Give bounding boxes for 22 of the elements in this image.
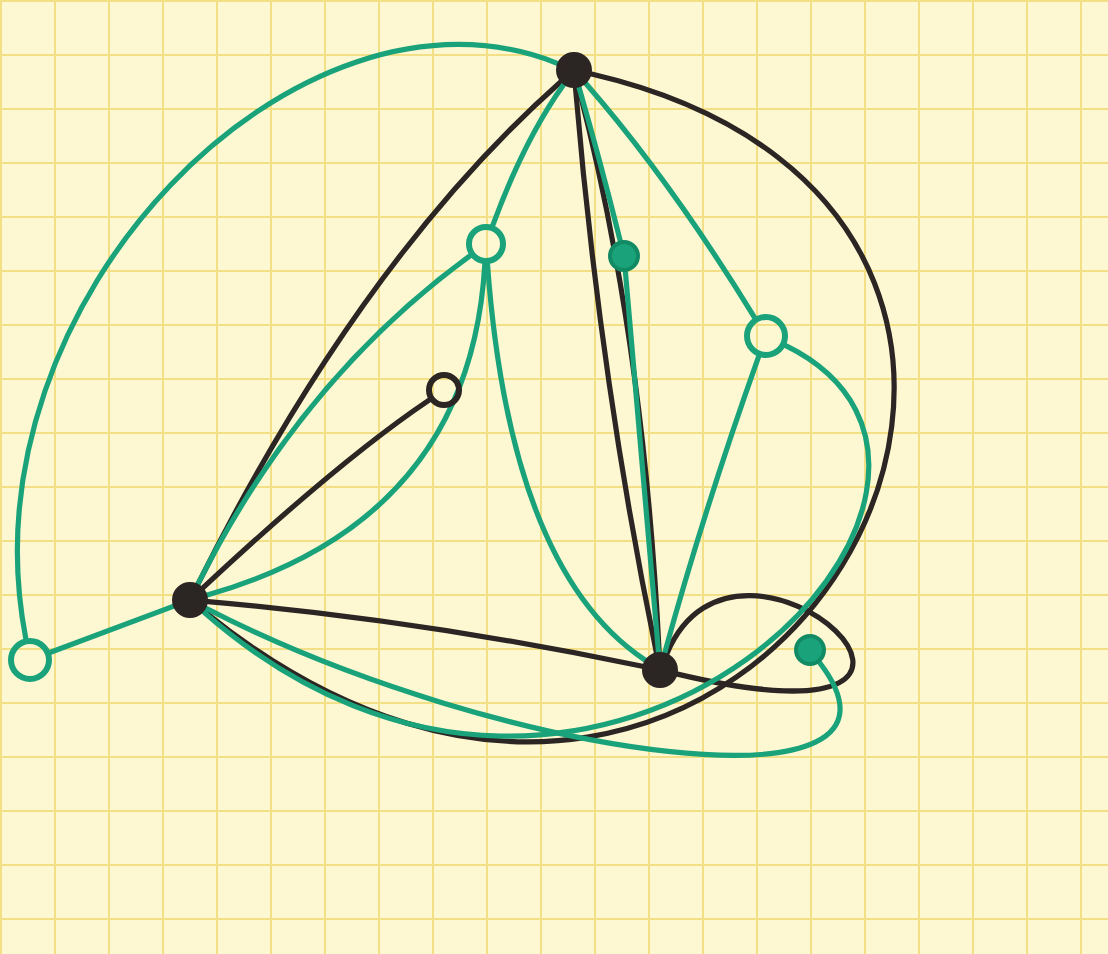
vertex-dot	[794, 634, 826, 666]
ink-line	[205, 598, 645, 669]
ink-line	[583, 80, 758, 320]
ink-line	[203, 605, 842, 758]
vertex-dot	[8, 638, 52, 682]
ink-line	[200, 343, 869, 739]
ink-line	[490, 82, 567, 228]
ink-line	[576, 84, 623, 244]
ink-line	[622, 269, 662, 655]
ink-line	[14, 43, 560, 641]
ink-line	[48, 603, 176, 655]
ink-line	[484, 261, 648, 663]
vertex-dot	[642, 652, 678, 688]
ink-line	[200, 397, 432, 591]
vertex-dot	[172, 582, 208, 618]
vertex-dot	[608, 240, 640, 272]
vertex-dot	[466, 224, 506, 264]
vertex-dot	[744, 314, 788, 358]
ink-line	[664, 592, 855, 693]
vertex-dot	[426, 372, 462, 408]
ink-line	[662, 354, 762, 656]
vertex-dot	[556, 52, 592, 88]
